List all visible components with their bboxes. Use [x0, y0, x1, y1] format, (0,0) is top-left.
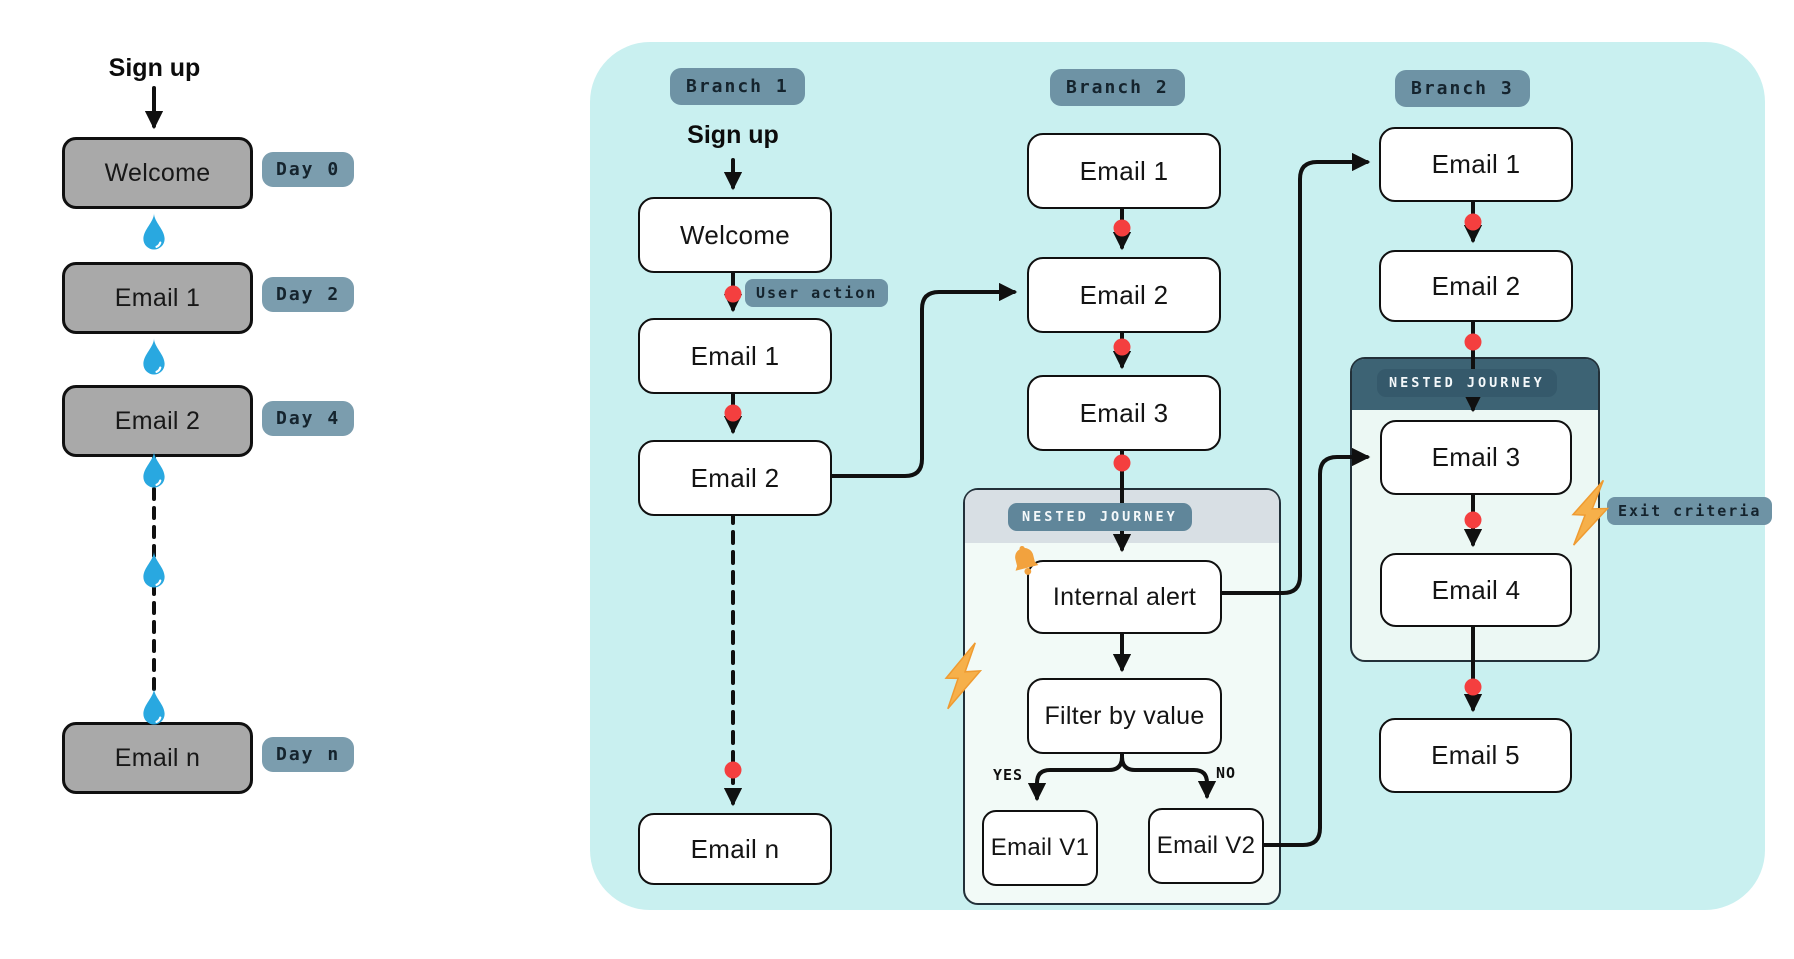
left-signup-label: Sign up: [108, 54, 201, 82]
branch2-node-email-v2: Email V2: [1148, 808, 1264, 884]
left-node-emailn: Email n: [62, 722, 253, 794]
branch3-node-email5: Email 5: [1379, 718, 1572, 793]
branch2-nested-journey-badge: NESTED JOURNEY: [1008, 503, 1192, 531]
left-node-welcome: Welcome: [62, 137, 253, 209]
lightning-icon: [1571, 479, 1610, 546]
branch1-node-emailn: Email n: [638, 813, 832, 885]
branch2-node-filter-by-value: Filter by value: [1027, 678, 1222, 754]
no-label: NO: [1216, 764, 1237, 782]
branch2-node-internal-alert: Internal alert: [1027, 560, 1222, 634]
day-badge-4: Day 4: [262, 401, 355, 436]
branch2-node-email3: Email 3: [1027, 375, 1221, 451]
day-badge-2: Day 2: [262, 277, 355, 312]
branch-2-badge: Branch 2: [1050, 69, 1185, 106]
lightning-icon: [944, 642, 983, 710]
water-drop-icon: [143, 451, 165, 488]
bell-icon: [1015, 545, 1039, 575]
exit-criteria-badge: Exit criteria: [1607, 497, 1773, 525]
water-drop-icon: [143, 688, 165, 725]
branch2-node-email1: Email 1: [1027, 133, 1221, 209]
branch2-node-email2: Email 2: [1027, 257, 1221, 333]
day-badge-n: Day n: [262, 737, 355, 772]
branch-1-badge: Branch 1: [670, 68, 805, 105]
branch1-signup-label: Sign up: [687, 121, 779, 149]
branch3-node-email1: Email 1: [1379, 127, 1573, 202]
water-drop-icon: [143, 338, 165, 375]
branch3-nested-journey-badge: NESTED JOURNEY: [1377, 369, 1557, 397]
branch3-node-email4: Email 4: [1380, 553, 1572, 627]
water-drop-icon: [143, 551, 165, 588]
user-action-badge: User action: [745, 279, 889, 307]
left-node-email2: Email 2: [62, 385, 253, 457]
branch1-node-welcome: Welcome: [638, 197, 832, 273]
left-node-email1: Email 1: [62, 262, 253, 334]
branch3-node-email2: Email 2: [1379, 250, 1573, 322]
branch3-node-email3: Email 3: [1380, 420, 1572, 495]
yes-label: YES: [993, 766, 1024, 784]
branch2-node-email-v1: Email V1: [982, 810, 1098, 886]
water-drop-icon: [143, 213, 165, 250]
branch1-node-email2: Email 2: [638, 440, 832, 516]
branch1-node-email1: Email 1: [638, 318, 832, 394]
day-badge-0: Day 0: [262, 152, 355, 187]
branch-3-badge: Branch 3: [1395, 70, 1530, 107]
